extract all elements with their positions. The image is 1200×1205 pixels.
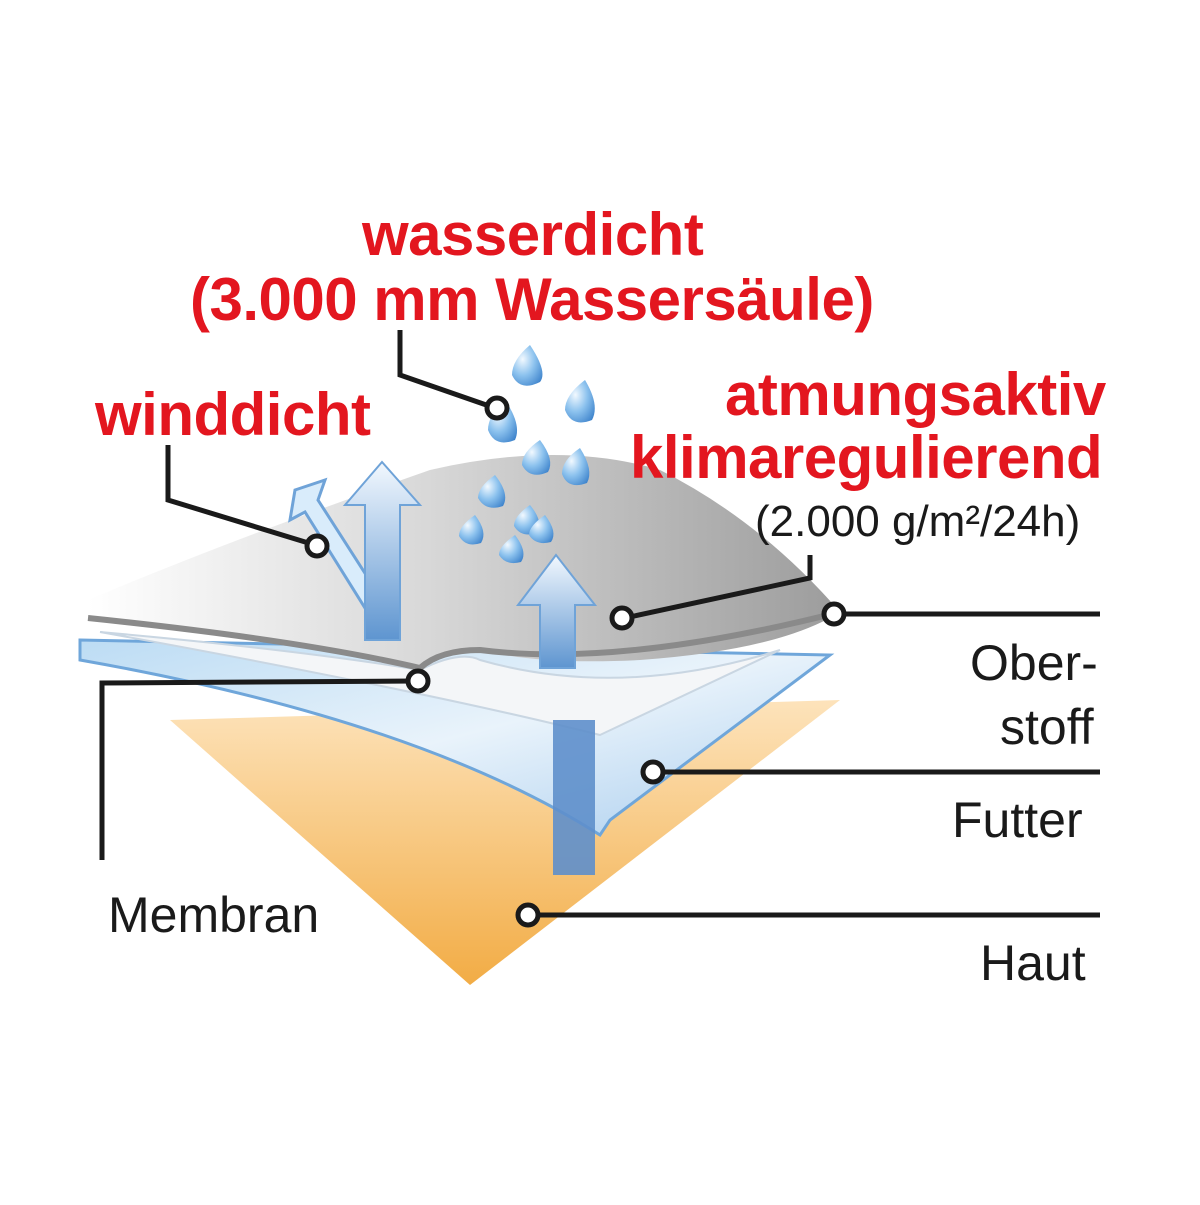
leader-dot [640, 759, 666, 785]
label-waterproof-line1: wasserdicht [362, 201, 704, 268]
label-membrane: Membran [108, 887, 320, 943]
water-drop-icon [529, 515, 554, 544]
label-lining: Futter [952, 792, 1083, 848]
leader-dot [304, 533, 330, 559]
leader-line-membrane [99, 678, 416, 860]
water-drop-icon [459, 515, 484, 545]
label-breathable-line2: klimaregulierend [630, 424, 1103, 491]
leader-line-waterproof [397, 330, 496, 411]
water-drop-icon [522, 440, 551, 475]
label-windproof: winddicht [95, 381, 371, 448]
membrane-layer [99, 631, 781, 737]
leader-line-breathable [624, 555, 813, 621]
label-breathable-line1: atmungsaktiv [725, 361, 1106, 428]
leader-dot [515, 902, 541, 928]
label-outer-fabric-line1: Ober- [970, 635, 1098, 691]
outer-fabric-layer [88, 455, 840, 668]
label-skin: Haut [980, 935, 1086, 991]
label-outer-fabric-line2: stoff [1000, 699, 1094, 755]
leader-dot [609, 605, 635, 631]
leader-line-windproof [165, 445, 316, 548]
leader-dot [484, 395, 510, 421]
label-waterproof-line2: (3.000 mm Wassersäule) [190, 266, 874, 333]
water-drops [459, 345, 595, 564]
water-drop-icon [562, 448, 590, 486]
water-drop-icon [478, 475, 506, 508]
leader-lines [99, 330, 1100, 918]
leader-dot [821, 601, 847, 627]
up-arrow-icon [342, 460, 423, 641]
vapor-column [553, 720, 595, 875]
leader-dot [405, 668, 431, 694]
water-drop-icon [499, 535, 524, 564]
label-breathable-line3: (2.000 g/m²/24h) [755, 497, 1081, 546]
water-drop-icon [512, 345, 543, 386]
water-drop-icon [565, 380, 595, 423]
leader-endpoints [304, 395, 847, 928]
up-arrow-icon [515, 553, 598, 669]
